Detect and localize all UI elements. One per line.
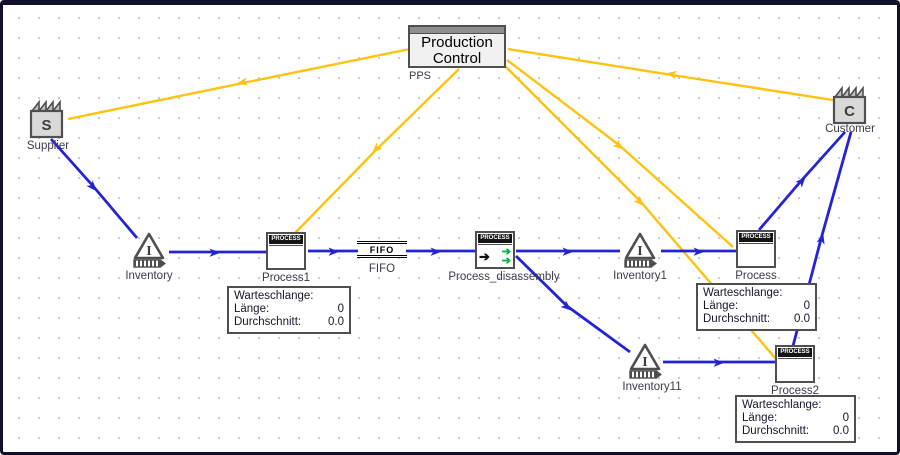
queue-length-row: Länge: 0 [742,412,849,424]
svg-text:S: S [41,117,51,134]
inventory-icon: I [629,343,662,379]
process-disassembly-header: PROCESS [478,234,512,243]
queue-average-row: Durchschnitt: 0.0 [234,316,344,328]
process-disassembly-node[interactable]: PROCESS ➔ ➔ ➔ [475,231,515,269]
info-flow-pc-to-supplier[interactable] [67,47,411,121]
process-queue-stats-box[interactable]: Warteschlange: Länge: 0 Durchschnitt: 0.… [696,283,817,331]
inventory-label: Inventory [125,270,173,282]
svg-text:C: C [844,103,855,120]
info-flow-pc-to-process1[interactable] [294,68,460,234]
process1-queue-stats-box[interactable]: Warteschlange: Länge: 0 Durchschnitt: 0.… [227,286,351,334]
supplier-node[interactable]: S [27,99,67,145]
process2-node[interactable]: PROCESS [775,345,815,383]
process1-header: PROCESS [269,235,303,244]
process-header: PROCESS [739,233,773,242]
customer-label: Customer [825,123,875,135]
disassembly-output-arrows-icon: ➔ ➔ [501,245,511,267]
process2-body [778,358,812,382]
svg-text:I: I [642,355,647,370]
svg-text:I: I [146,244,151,259]
material-flow-disassembly-to-inventory11[interactable] [515,255,631,354]
process-disassembly-label: Process_disassembly [448,271,560,283]
inventory-icon: I [624,232,657,268]
process1-body [269,245,303,269]
production-control-titlebar [410,27,504,34]
queue-average-row: Durchschnitt: 0.0 [742,425,849,437]
customer-node[interactable]: C [830,85,870,131]
process2-queue-stats-box[interactable]: Warteschlange: Länge: 0 Durchschnitt: 0.… [735,395,856,443]
disassembly-input-arrow-icon: ➔ [479,248,490,264]
production-control-title: Production Control [421,34,493,67]
queue-length-row: Länge: 0 [234,303,344,315]
queue-title: Warteschlange: [742,399,822,411]
process2-header: PROCESS [778,348,812,357]
inventory-icon: I [133,232,166,268]
svg-text:I: I [637,244,642,259]
queue-title: Warteschlange: [703,287,783,299]
process-disassembly-body: ➔ ➔ ➔ [478,244,512,268]
queue-title: Warteschlange: [234,290,314,302]
inventory1-node[interactable]: I [621,231,659,276]
process-label: Process [735,270,777,282]
process-body [739,243,773,267]
inventory1-label: Inventory1 [613,270,667,282]
fifo-lane-node[interactable]: FIFO [357,241,407,258]
material-flow-process-to-customer[interactable] [757,131,847,231]
process1-label: Process1 [262,272,310,284]
info-flow-customer-to-pc[interactable] [507,47,834,102]
inventory11-label: Inventory11 [622,381,682,393]
info-flow-pc-to-process[interactable] [506,59,734,248]
process1-node[interactable]: PROCESS [266,232,306,270]
process2-label: Process2 [771,385,819,397]
fifo-label: FIFO [368,263,396,275]
process-node[interactable]: PROCESS [736,230,776,268]
queue-length-row: Länge: 0 [703,300,810,312]
supplier-label: Supplier [26,140,70,152]
inventory-node[interactable]: I [130,231,168,276]
production-control-node[interactable]: Production Control [408,25,506,68]
factory-icon: C [832,85,867,125]
inventory11-node[interactable]: I [626,342,664,387]
queue-average-row: Durchschnitt: 0.0 [703,313,810,325]
fifo-symbol-text: FIFO [369,244,395,255]
production-control-label: PPS [409,70,432,82]
material-flow-supplier-to-inventory[interactable] [49,138,139,239]
factory-icon: S [29,99,64,139]
